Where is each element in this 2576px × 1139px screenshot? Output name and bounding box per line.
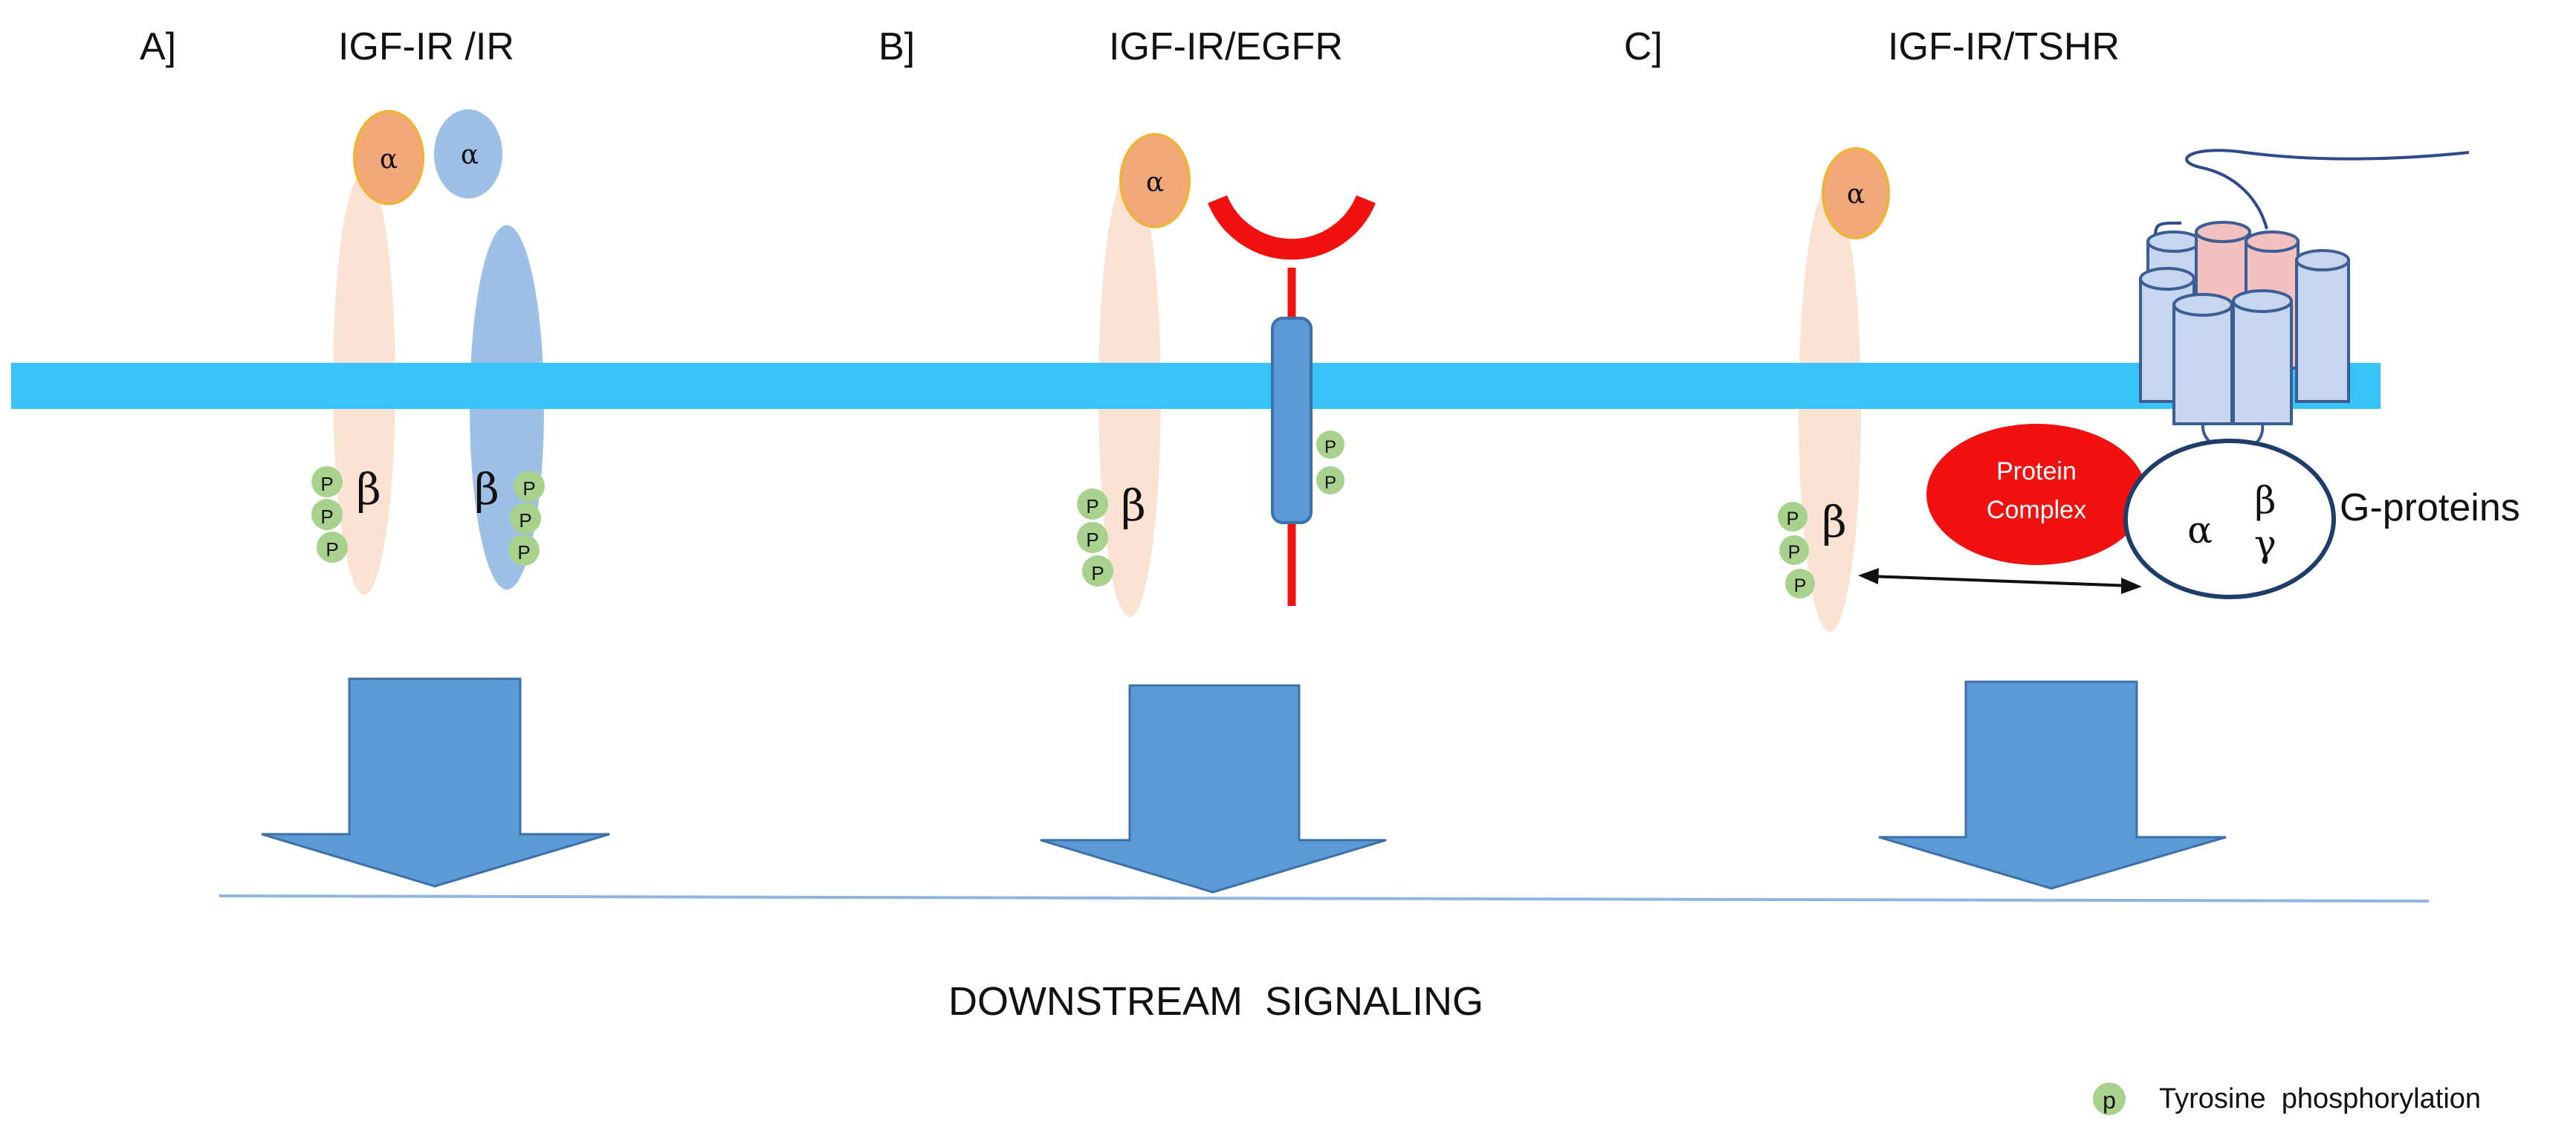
ir-alpha-subunit — [434, 109, 502, 199]
phospho-mark — [510, 503, 541, 534]
panel-a-title: IGF-IR /IR — [338, 25, 514, 68]
alpha-label-b: α — [1146, 167, 1164, 198]
phospho-group-a-ir: P P P — [508, 471, 545, 566]
phospho-mark-letter: P — [1788, 542, 1801, 563]
panel-c-letter: C] — [1624, 25, 1663, 68]
phospho-mark-letter: P — [1324, 437, 1336, 457]
tshr-extracellular-loop — [2154, 149, 2470, 237]
phospho-mark-letter: P — [326, 538, 338, 561]
phospho-mark — [1778, 502, 1808, 532]
tshr-helix-front-3 — [2232, 300, 2293, 425]
phospho-group-b-egfr: P P — [1316, 430, 1344, 494]
phospho-mark-letter: P — [1324, 473, 1336, 493]
igf-ir-alpha-subunit-a — [353, 110, 424, 205]
downstream-arrow-b — [1040, 684, 1387, 894]
phospho-mark-letter: P — [519, 509, 531, 532]
legend: p Tyrosine phosphorylation — [2093, 1082, 2481, 1115]
panel-b-title: IGF-IR/EGFR — [1109, 25, 1343, 68]
panel-a-letter: A] — [140, 25, 176, 68]
phospho-mark-letter: P — [320, 506, 333, 528]
phospho-mark-letter: P — [1091, 562, 1104, 584]
downstream-baseline — [219, 894, 2430, 903]
phospho-mark-letter: P — [1787, 509, 1799, 529]
cell-membrane — [11, 363, 2381, 409]
phospho-group-a-igfir: P P P — [311, 466, 348, 563]
g-beta-label: β — [2255, 479, 2276, 522]
phospho-mark — [1077, 522, 1108, 553]
panel-c-title: IGF-IR/TSHR — [1888, 25, 2120, 68]
phospho-group-c-igfir: P P P — [1778, 502, 1815, 598]
phospho-mark-letter: P — [517, 541, 530, 564]
beta-label-a-igfir: β — [356, 464, 381, 514]
phospho-mark — [514, 471, 545, 502]
phospho-mark — [508, 535, 540, 566]
phospho-mark — [1779, 535, 1809, 565]
igf-ir-alpha-subunit-b — [1119, 133, 1191, 228]
phospho-mark — [1316, 466, 1344, 494]
alpha-label-c: α — [1847, 179, 1865, 210]
phospho-mark — [1316, 430, 1344, 459]
egfr-transmembrane-body — [1271, 317, 1313, 524]
interaction-arrow — [1858, 568, 2142, 594]
phospho-mark-letter: P — [1794, 575, 1807, 596]
g-gamma-label: γ — [2254, 522, 2276, 565]
alpha-label-a: α — [380, 144, 398, 175]
downstream-arrow-a — [261, 677, 610, 888]
protein-complex-line1: Protein — [1996, 457, 2077, 485]
legend-phospho-symbol — [2093, 1082, 2126, 1115]
phospho-mark-letter: P — [1086, 495, 1098, 517]
beta-label-a-ir: β — [474, 464, 499, 514]
legend-text: Tyrosine phosphorylation — [2159, 1083, 2481, 1114]
phospho-mark — [317, 532, 348, 563]
egfr-ligand-cup — [1208, 195, 1376, 260]
beta-label-b: β — [1121, 480, 1146, 531]
alpha-label-ir: α — [461, 140, 479, 170]
igf-ir-alpha-subunit-c — [1822, 147, 1890, 239]
protein-complex-line2: Complex — [1987, 496, 2086, 524]
panel-b-letter: B] — [878, 25, 915, 68]
g-proteins-label: G-proteins — [2340, 486, 2520, 529]
g-protein-complex — [2123, 439, 2336, 599]
phospho-mark-letter: P — [522, 477, 535, 500]
phospho-mark-letter: P — [320, 473, 333, 495]
phospho-mark-letter: P — [1086, 529, 1098, 551]
tshr-helix-front-2 — [2172, 303, 2233, 425]
downstream-arrow-c — [1878, 680, 2227, 890]
phospho-mark — [311, 466, 343, 497]
phospho-mark — [311, 499, 343, 530]
phospho-mark — [1082, 555, 1113, 587]
tshr-helix-back-4 — [2295, 259, 2350, 403]
beta-label-c: β — [1822, 497, 1847, 547]
phospho-group-b-igfir: P P P — [1077, 488, 1113, 587]
protein-complex — [1926, 424, 2146, 565]
g-alpha-label: α — [2187, 509, 2213, 552]
phospho-mark — [1077, 488, 1108, 520]
downstream-signaling-label: DOWNSTREAM SIGNALING — [948, 979, 1483, 1024]
tshr-receptor — [2139, 221, 2350, 452]
legend-symbol-letter: p — [2103, 1087, 2116, 1114]
phospho-mark — [1785, 569, 1815, 598]
